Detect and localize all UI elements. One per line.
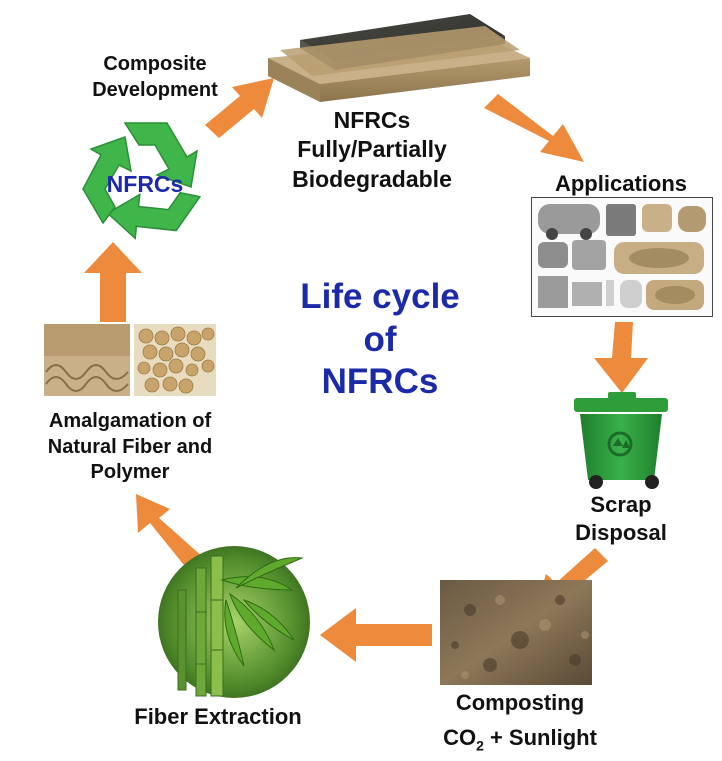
label-line: Polymer [90,461,170,484]
title-line: NFRCs [321,362,439,402]
arrow-to-fiber-extraction [320,608,432,662]
diagram-title: Life cycle of NFRCs [230,276,530,404]
label-line: CO2 + Sunlight [420,720,620,757]
label-scrap-disposal: Scrap Disposal [546,491,696,547]
title-line: of [363,319,397,359]
arrow-to-recycle [84,242,142,322]
label-amalgamation: Amalgamation of Natural Fiber and Polyme… [2,409,258,486]
label-biodegradable: NFRCs Fully/Partially Biodegradable [252,106,492,194]
applications-photo [531,197,713,317]
label-line: Fully/Partially [297,136,447,163]
label-line: NFRCs [106,171,184,197]
trash-bin-icon [574,392,668,489]
label-line: Disposal [575,520,667,546]
title-line: Life cycle [300,277,460,316]
co2-subscript: 2 [476,737,484,754]
fiber-pellet-photo [44,324,216,396]
fiber-board-image [268,14,530,102]
label-line: Natural Fiber and [47,435,213,458]
label-composite-development: Composite Development [40,52,270,103]
label-line: Composting [455,690,585,715]
label-line: Development [92,78,218,101]
label-fiber-extraction: Fiber Extraction [90,703,346,731]
label-line: Amalgamation of [48,410,212,432]
recycle-icon [82,122,202,240]
label-line: Biodegradable [292,165,452,192]
label-line: Applications [554,171,687,196]
label-line: Composite [103,53,207,75]
soil-photo [440,580,592,685]
label-applications: Applications [524,170,718,198]
sunlight-text: + Sunlight [483,725,597,751]
arrow-to-bin [594,322,648,393]
label-nfrcs-recycle: NFRCs [95,170,195,199]
arrow-to-boards [205,78,274,138]
co2-text: CO [443,725,477,751]
bamboo-image [158,546,310,698]
label-line: Scrap [590,492,652,517]
label-composting: Composting CO2 + Sunlight [420,685,620,757]
arrow-to-applications [484,94,584,162]
label-line: NFRCs [333,107,411,133]
label-line: Fiber Extraction [134,704,302,729]
